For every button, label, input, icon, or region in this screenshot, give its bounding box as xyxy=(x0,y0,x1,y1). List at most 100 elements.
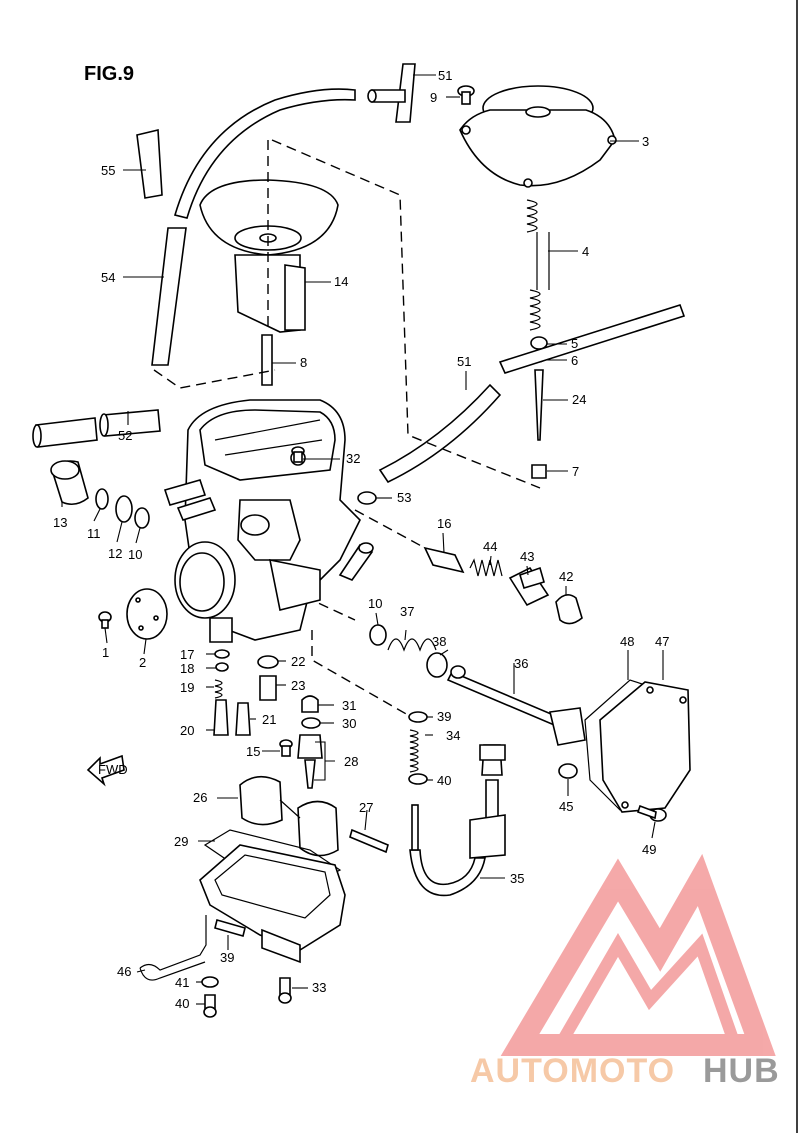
oring-52 xyxy=(357,491,377,505)
callout-6: 6 xyxy=(571,353,578,368)
callout-36: 37 xyxy=(400,604,414,619)
callout-35: 36 xyxy=(514,656,528,671)
callout-34: 35 xyxy=(510,871,524,886)
callout-22: 22 xyxy=(291,654,305,669)
callout-43: 43 xyxy=(520,549,534,564)
ring-37 xyxy=(426,652,448,678)
callout-11: 11 xyxy=(87,526,101,541)
figure-title: FIG.9 xyxy=(84,63,134,85)
top-cap xyxy=(459,85,617,188)
callout-13: 13 xyxy=(53,515,67,530)
callout-44: 44 xyxy=(483,539,497,554)
callout-15: 15 xyxy=(246,744,260,759)
float-bowl xyxy=(199,844,346,964)
callout-42: 42 xyxy=(559,569,573,584)
throttle-spring-36 xyxy=(387,638,437,652)
watermark-text-automoto: AUTOMOTO xyxy=(470,1052,675,1090)
washer-22 xyxy=(257,655,279,669)
carburetor-body xyxy=(163,399,374,643)
pin-26 xyxy=(349,828,389,854)
screw-31 xyxy=(291,446,305,463)
leader-lines xyxy=(61,74,664,1005)
vent-hose-50 xyxy=(378,383,502,484)
side-cover-47 xyxy=(599,681,691,813)
cap-45 xyxy=(558,763,578,779)
callout-labels: 51 9 3 4 5 6 24 7 8 14 55 54 51 32 53 52… xyxy=(53,68,669,1011)
callout-30: 31 xyxy=(342,698,356,713)
callout-18: 18 xyxy=(180,661,194,676)
callout-26: 27 xyxy=(359,800,373,815)
oring-29 xyxy=(301,717,321,729)
callout-7: 7 xyxy=(572,464,579,479)
callout-28: 29 xyxy=(174,834,188,849)
callout-1: 1 xyxy=(102,645,109,660)
piston-valve xyxy=(199,179,339,333)
cap-30 xyxy=(301,695,319,713)
callout-12: 12 xyxy=(108,546,122,561)
callout-48: 48 xyxy=(620,634,634,649)
callout-2: 2 xyxy=(139,655,146,670)
starter-plunger-16 xyxy=(423,546,465,574)
callout-4: 4 xyxy=(582,244,589,259)
screw-15 xyxy=(279,739,293,757)
circlip-11 xyxy=(95,488,109,510)
throttle-shaft-35 xyxy=(446,665,586,746)
callout-25: 26 xyxy=(193,790,207,805)
watermark-text-hub: HUB xyxy=(703,1052,780,1090)
callout-10-left: 10 xyxy=(128,547,142,562)
needle-clip xyxy=(531,464,547,479)
callout-52: 53 xyxy=(397,490,411,505)
callout-49: 49 xyxy=(642,842,656,857)
hose-clamp-55 xyxy=(136,129,163,199)
boot-13 xyxy=(50,460,89,506)
spring-19 xyxy=(214,679,223,699)
float-25 xyxy=(239,775,339,857)
oring-10-right xyxy=(369,624,387,646)
main-jet-23 xyxy=(259,675,277,701)
callout-37: 38 xyxy=(432,634,446,649)
oring-10-left xyxy=(134,507,150,529)
screw-40 xyxy=(203,994,217,1018)
cover-plate-2 xyxy=(126,588,168,640)
callout-38: 39 xyxy=(220,950,234,965)
washer-12 xyxy=(115,495,133,523)
callout-53: 51 xyxy=(438,68,452,83)
callout-10-right: 10 xyxy=(368,596,382,611)
callout-14: 14 xyxy=(334,274,348,289)
screw-1 xyxy=(98,611,112,629)
routing-line-b xyxy=(271,139,541,489)
callout-29: 30 xyxy=(342,716,356,731)
wire-clip-46 xyxy=(139,915,207,981)
float-valve-27 xyxy=(297,734,323,789)
drain-screw-38 xyxy=(214,919,246,937)
overflow-hose-54 xyxy=(151,227,187,366)
callout-40: 40 xyxy=(175,996,189,1011)
t-fitting xyxy=(367,63,416,123)
spring-33 xyxy=(409,729,419,773)
vent-tube-top xyxy=(498,304,686,374)
callout-23: 23 xyxy=(291,678,305,693)
fwd-arrow-icon: FWD xyxy=(86,754,128,787)
callout-27: 28 xyxy=(344,754,358,769)
overflow-hose-upper xyxy=(173,88,356,219)
callout-21: 21 xyxy=(262,712,276,727)
callout-39-upper: 39 xyxy=(437,709,451,724)
callout-19: 19 xyxy=(180,680,194,695)
callout-20: 20 xyxy=(180,723,194,738)
callout-32: 33 xyxy=(312,980,326,995)
routing-line-d xyxy=(289,589,356,621)
screw-9 xyxy=(457,85,475,105)
callout-31: 32 xyxy=(346,451,360,466)
screw-20 xyxy=(213,699,229,736)
callout-39-lower: 40 xyxy=(437,773,451,788)
callout-54: 54 xyxy=(101,270,115,285)
jet-21 xyxy=(235,702,251,736)
callout-5: 5 xyxy=(571,336,578,351)
jet-needle xyxy=(534,369,544,441)
routing-line-f xyxy=(354,509,426,549)
fwd-label: FWD xyxy=(98,762,128,777)
washer-39-upper xyxy=(408,711,428,723)
callout-9: 9 xyxy=(430,90,437,105)
starter-nut-43 xyxy=(508,566,550,607)
